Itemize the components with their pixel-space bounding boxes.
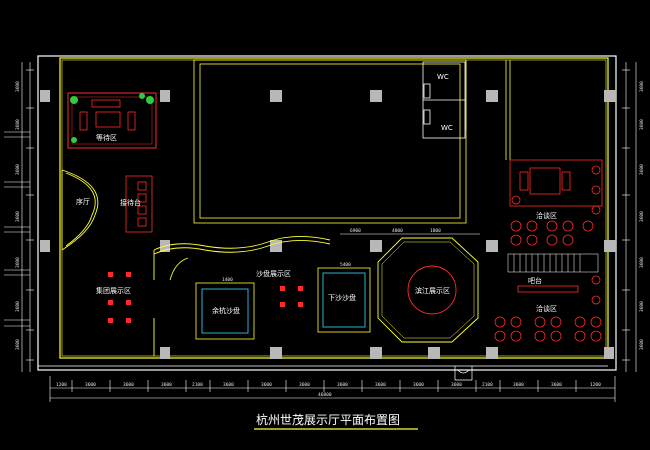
room-xiasha-sandtable: 下沙沙盘 [328, 293, 356, 302]
dim-right-3: 3600 [639, 164, 645, 175]
vip-room [67, 92, 157, 149]
stairs [507, 253, 599, 273]
room-binjiang-exhibit: 滨江展示区 [415, 286, 450, 295]
dim-bottom-5: 2100 [192, 382, 203, 388]
dim-right-7: 3600 [639, 339, 645, 350]
dim-bottom-14: 3600 [513, 382, 524, 388]
dim-bottom-total: 46800 [318, 392, 332, 398]
dim-sand-b: 5400 [340, 262, 351, 268]
dim-bottom-8: 3600 [299, 382, 310, 388]
outer-walls [37, 55, 617, 371]
wc-block [422, 61, 466, 139]
interior-curved-walls [153, 236, 331, 356]
dim-bottom-16: 1200 [590, 382, 601, 388]
dim-right-2: 3600 [639, 119, 645, 130]
dim-inner-1: 6900 [350, 228, 361, 234]
drawing-title: 杭州世茂展示厅平面布置图 [256, 412, 400, 427]
room-wc-upper: WC [437, 73, 449, 81]
room-vip: 等待区 [96, 133, 117, 142]
negotiation-upper [509, 159, 603, 246]
room-negotiation-lower: 洽谈区 [536, 304, 557, 313]
dim-right-4: 3600 [639, 211, 645, 222]
dim-bottom-9: 3600 [337, 382, 348, 388]
room-bar: 吧台 [528, 276, 542, 285]
room-sandtable-exhibit: 沙盘展示区 [256, 269, 291, 278]
reception-desk [125, 175, 153, 233]
bar-counter [517, 285, 579, 293]
negotiation-lower [494, 275, 602, 342]
room-negotiation-upper: 洽谈区 [536, 211, 557, 220]
room-group-exhibit: 集团展示区 [96, 286, 131, 295]
dim-bottom-6: 3600 [223, 382, 234, 388]
right-dimension-lines [622, 62, 637, 372]
dim-left-2: 3600 [15, 119, 21, 130]
structural-columns [40, 90, 616, 359]
dim-right-6: 3600 [639, 301, 645, 312]
left-dimension-texts: 3600 3600 3600 3600 3600 3600 3600 [15, 81, 21, 350]
dim-sand-a: 1400 [222, 277, 233, 283]
dim-left-6: 3600 [15, 301, 21, 312]
room-foyer: 序厅 [76, 197, 90, 206]
dim-left-3: 3600 [15, 164, 21, 175]
left-dimension-lines [4, 62, 34, 372]
binjiang-exhibit [377, 237, 479, 343]
foyer-walls [61, 169, 99, 251]
dim-bottom-12: 3600 [451, 382, 462, 388]
yuhang-sandtable [195, 282, 255, 340]
dim-bottom-3: 3600 [123, 382, 134, 388]
dim-left-1: 3600 [15, 81, 21, 92]
right-partitions [465, 60, 511, 160]
main-entrance [454, 366, 473, 381]
dim-bottom-1: 1200 [56, 382, 67, 388]
dim-bottom-10: 3600 [375, 382, 386, 388]
dim-bottom-4: 3600 [161, 382, 172, 388]
room-reception: 接待台 [120, 198, 141, 207]
dim-left-5: 3600 [15, 257, 21, 268]
dim-bottom-15: 3600 [551, 382, 562, 388]
dim-left-4: 3600 [15, 211, 21, 222]
dim-inner-3: 1800 [430, 228, 441, 234]
sandtable-markers [280, 286, 303, 307]
dim-inner-2: 4800 [392, 228, 403, 234]
group-exhibit-area [108, 272, 131, 323]
atrium-void [193, 59, 467, 224]
bottom-dimension-texts: 1200 3600 3600 3600 2100 3600 3600 3600 … [56, 382, 601, 398]
dim-right-1: 3600 [639, 81, 645, 92]
dim-bottom-13: 2100 [482, 382, 493, 388]
dim-bottom-2: 3600 [85, 382, 96, 388]
dim-bottom-11: 3600 [413, 382, 424, 388]
dim-bottom-7: 3600 [261, 382, 272, 388]
room-wc-lower: WC [441, 124, 453, 132]
dim-left-7: 3600 [15, 339, 21, 350]
xiasha-sandtable [317, 267, 371, 333]
right-dimension-texts: 3600 3600 3600 3600 3600 3600 3600 [639, 81, 645, 350]
dim-right-5: 3600 [639, 257, 645, 268]
bottom-dimension-lines [49, 376, 616, 402]
room-yuhang-sandtable: 余杭沙盘 [212, 306, 240, 315]
